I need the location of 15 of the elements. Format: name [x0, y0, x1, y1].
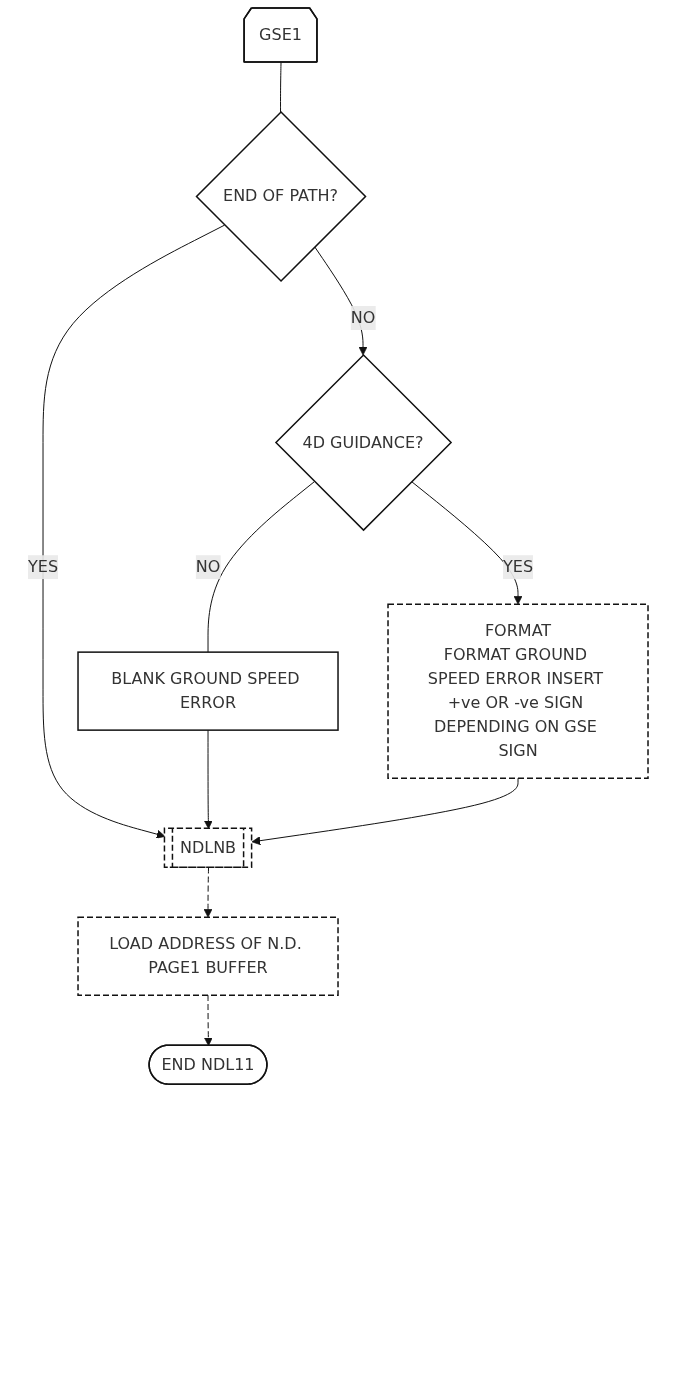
node-diamond: END OF PATH? — [195, 110, 367, 283]
node-box: LOAD ADDRESS OF N.D. PAGE1 BUFFER — [77, 916, 339, 996]
arrow — [203, 867, 213, 918]
edge-label: NO — [195, 557, 221, 577]
node-box: FORMAT FORMAT GROUND SPEED ERROR INSERT +ve OR -ve SIGN DEPENDING ON GSE SIGN — [387, 603, 649, 779]
node-box: BLANK GROUND SPEED ERROR — [77, 651, 339, 731]
edge-label: YES — [502, 557, 534, 577]
arrow — [203, 994, 213, 1047]
edge-label: YES — [27, 557, 59, 577]
edge-label: NO — [350, 308, 376, 327]
connector — [280, 62, 282, 113]
node-diamond: 4D GUIDANCE? — [274, 353, 453, 532]
arrow — [42, 224, 226, 839]
connector — [207, 481, 315, 653]
arrow — [251, 777, 519, 846]
